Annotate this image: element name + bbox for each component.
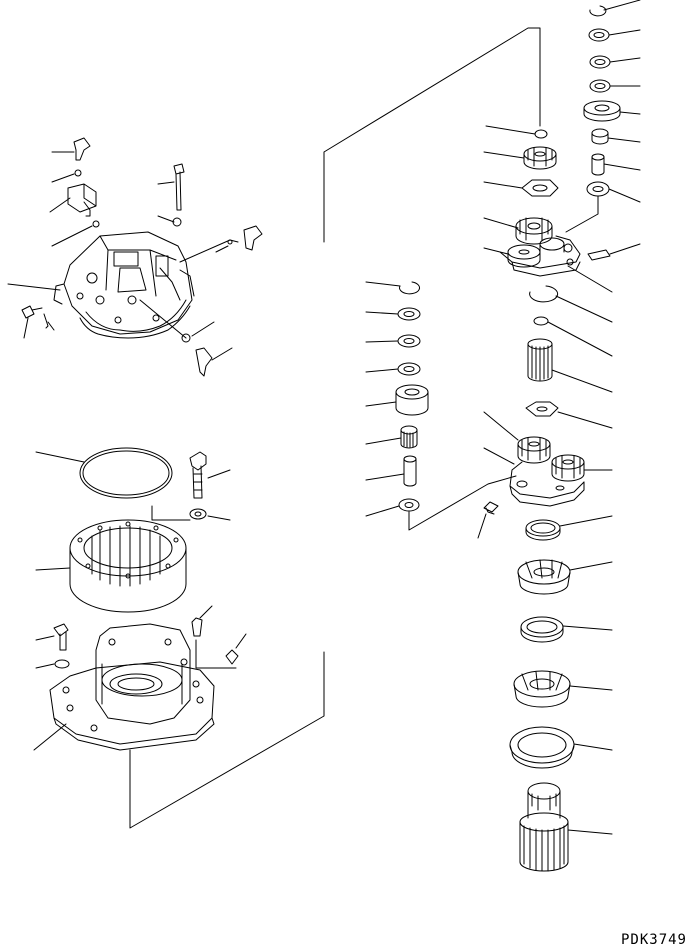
swing-housing <box>34 606 324 828</box>
bolt-and-washer <box>190 452 230 520</box>
drawing-code: PDK3749 <box>620 932 687 948</box>
connector-line <box>324 28 540 242</box>
lower-planetary-carrier <box>484 412 612 506</box>
right-lower-stack <box>510 516 612 871</box>
right-middle-stack <box>526 286 612 428</box>
middle-stack <box>366 282 516 538</box>
ring-gear <box>36 506 190 612</box>
swing-motor-valve-assembly <box>8 138 262 376</box>
upper-planetary-carrier <box>484 126 612 292</box>
right-top-stack <box>566 0 640 260</box>
o-ring <box>36 448 172 498</box>
